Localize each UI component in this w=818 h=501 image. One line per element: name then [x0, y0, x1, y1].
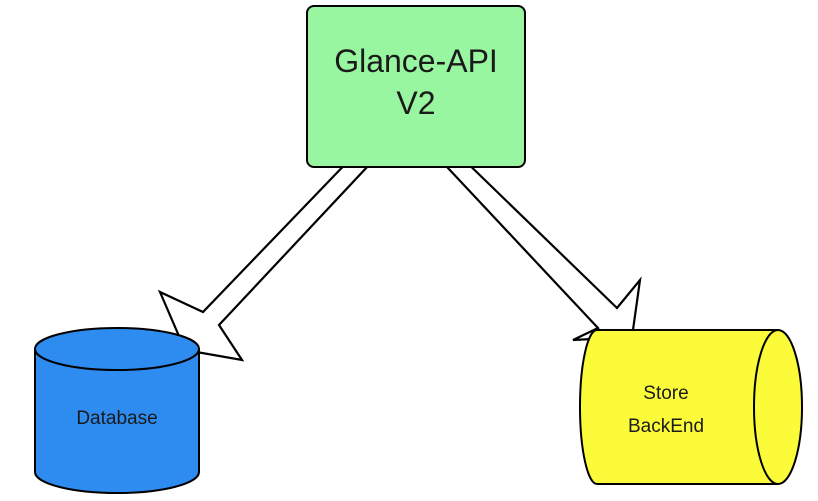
store-cylinder-cap: [753, 329, 779, 485]
arrow-api-to-store: [445, 152, 642, 342]
store-cylinder-body: [579, 329, 803, 485]
database-node: Database: [34, 327, 200, 494]
glance-api-box: [306, 5, 526, 168]
store-backend-node: Store BackEnd: [579, 329, 803, 485]
arrow-api-to-database: [157, 152, 370, 362]
store-label-line1: Store: [643, 383, 688, 404]
database-cylinder-top: [34, 327, 200, 371]
glance-api-label-line1: Glance-API: [334, 43, 498, 79]
store-label-line2: BackEnd: [628, 416, 704, 437]
database-label: Database: [76, 408, 157, 429]
database-cylinder-body: [34, 348, 200, 494]
glance-api-label-line2: V2: [396, 85, 435, 121]
glance-api-node: Glance-API V2: [306, 5, 526, 168]
